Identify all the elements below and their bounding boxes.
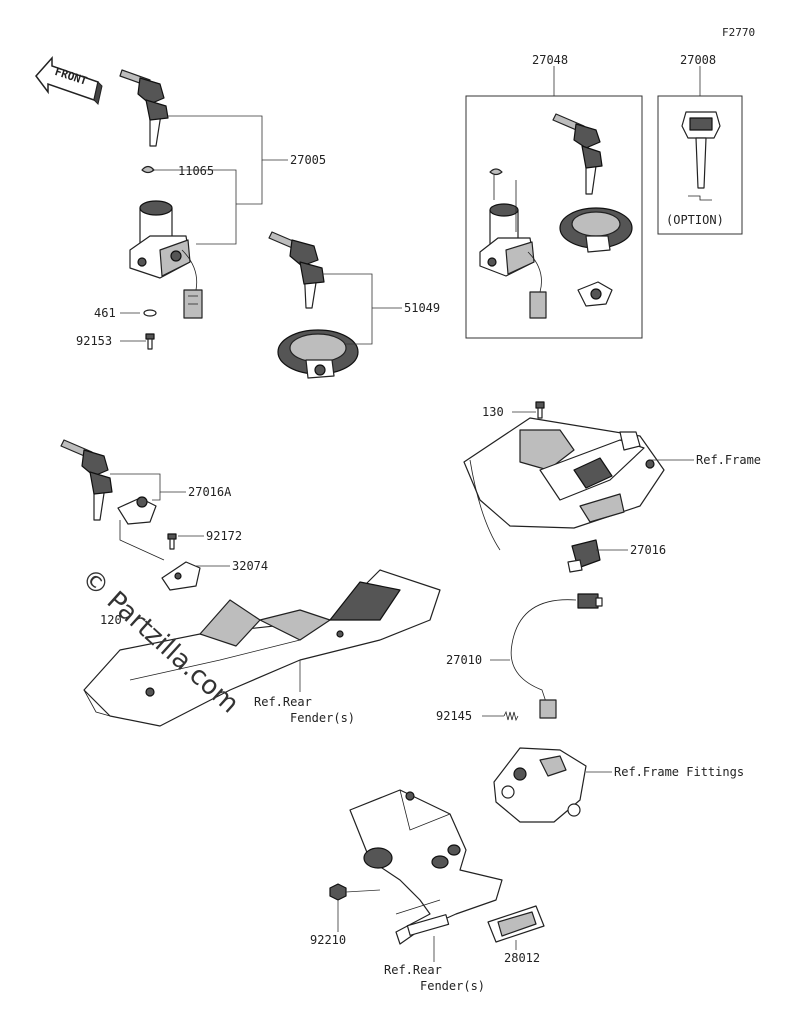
bracket-32074-icon — [161, 561, 201, 591]
figure-code: F2770 — [722, 26, 755, 39]
label-27016: 27016 — [630, 543, 666, 557]
label-28012: 28012 — [504, 951, 540, 965]
part-27008-key-blank-box: 27008 (OPTION) — [657, 53, 743, 235]
label-27008: 27008 — [680, 53, 716, 67]
washer-icon — [143, 309, 157, 317]
nut-92210-icon — [329, 883, 347, 901]
label-ref-rear-fender-2a: Ref.Rear — [384, 963, 442, 977]
label-ref-rear-fender-1a: Ref.Rear — [254, 695, 312, 709]
part-27016a-seat-lock-set: 27016A 92172 32074 120 — [60, 439, 268, 627]
label-27010: 27010 — [446, 653, 482, 667]
spring-92145-icon — [503, 710, 519, 722]
label-120: 120 — [100, 613, 122, 627]
label-32074: 32074 — [232, 559, 268, 573]
fuel-cap-icon — [559, 207, 633, 253]
label-27016a: 27016A — [188, 485, 232, 499]
frame-section: 130 Ref.Frame 27016 — [463, 401, 761, 573]
frame-fitting-icon — [493, 747, 587, 823]
label-ref-rear-fender-2b: Fender(s) — [420, 979, 485, 993]
bolt-icon — [535, 401, 545, 419]
label-51049: 51049 — [404, 301, 440, 315]
label-27005: 27005 — [290, 153, 326, 167]
label-ref-frame: Ref.Frame — [696, 453, 761, 467]
label-92172: 92172 — [206, 529, 242, 543]
label-ref-rear-fender-1b: Fender(s) — [290, 711, 355, 725]
key-icon — [119, 69, 169, 147]
key-icon — [552, 113, 603, 195]
part-27005-ignition-switch-set: 27005 11065 461 92153 — [76, 69, 326, 350]
ignition-switch-icon — [129, 200, 203, 319]
reflector-28012-icon — [487, 905, 545, 943]
part-27048-key-set-box: 27048 — [465, 53, 643, 339]
key-blank-icon — [681, 111, 721, 201]
label-ref-frame-fittings: Ref.Frame Fittings — [614, 765, 744, 779]
sensor-27016-icon — [567, 539, 601, 573]
label-461: 461 — [94, 306, 116, 320]
ignition-switch-icon — [479, 203, 547, 319]
label-option: (OPTION) — [666, 213, 724, 227]
key-icon — [268, 231, 325, 309]
key-icon — [60, 439, 113, 521]
front-arrow-icon: FRONT — [35, 56, 103, 105]
rear-fender-1: Ref.Rear Fender(s) — [83, 569, 441, 727]
bolt-icon — [167, 533, 177, 550]
fuel-cap-icon — [277, 329, 359, 379]
label-130: 130 — [482, 405, 504, 419]
seat-lock-icon — [117, 496, 157, 525]
bolt-icon — [145, 333, 155, 350]
label-11065: 11065 — [178, 164, 214, 178]
license-plate-bracket: 92210 Ref.Rear Fender(s) 28012 — [310, 789, 545, 993]
cap-icon — [489, 168, 503, 176]
label-92153: 92153 — [76, 334, 112, 348]
seat-lock-icon — [577, 281, 613, 307]
cap-icon — [141, 165, 155, 174]
part-27010-sensor-lead: 27010 92145 Ref.Frame Fittings — [436, 593, 744, 823]
label-92210: 92210 — [310, 933, 346, 947]
label-27048: 27048 — [532, 53, 568, 67]
label-92145: 92145 — [436, 709, 472, 723]
part-51049-fuel-cap-set: 51049 — [268, 231, 440, 379]
